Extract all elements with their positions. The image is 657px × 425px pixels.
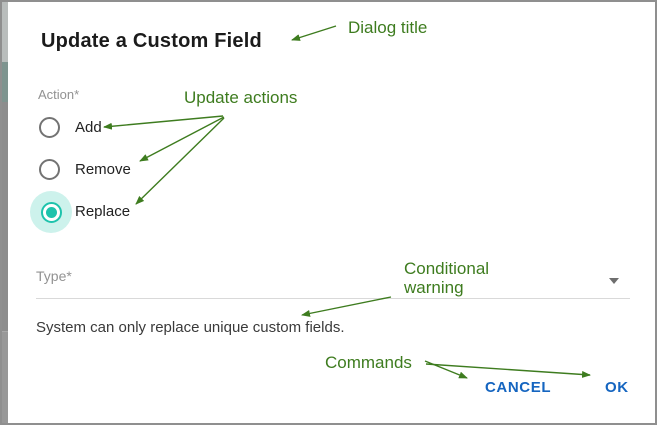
page-backdrop-sliver	[2, 2, 8, 423]
radio-add-label[interactable]: Add	[75, 119, 102, 136]
ok-button[interactable]: OK	[605, 379, 629, 396]
radio-replace-halo	[30, 191, 72, 233]
type-select-field[interactable]	[36, 262, 630, 299]
radio-add[interactable]	[39, 117, 60, 138]
radio-remove[interactable]	[39, 159, 60, 180]
radio-replace-label[interactable]: Replace	[75, 203, 131, 220]
type-field-label: Type*	[36, 268, 72, 284]
annotation-dialog-title: Dialog title	[348, 18, 428, 37]
radio-replace[interactable]	[40, 201, 62, 223]
radio-remove-label[interactable]: Remove	[75, 161, 131, 178]
dialog-title: Update a Custom Field	[41, 30, 262, 52]
action-field-label: Action*	[38, 87, 80, 102]
update-custom-field-dialog: Update a Custom Field Action* Add Remove…	[8, 2, 655, 423]
cancel-button[interactable]: CANCEL	[485, 379, 552, 396]
annotation-conditional-warning: Conditional warning	[404, 259, 490, 297]
chevron-down-icon[interactable]	[609, 278, 619, 284]
radio-replace-dot	[45, 206, 57, 218]
annotation-commands: Commands	[325, 353, 412, 372]
conditional-warning-text: System can only replace unique custom fi…	[36, 319, 345, 336]
annotation-update-actions: Update actions	[184, 88, 298, 107]
type-field-underline	[36, 298, 630, 299]
